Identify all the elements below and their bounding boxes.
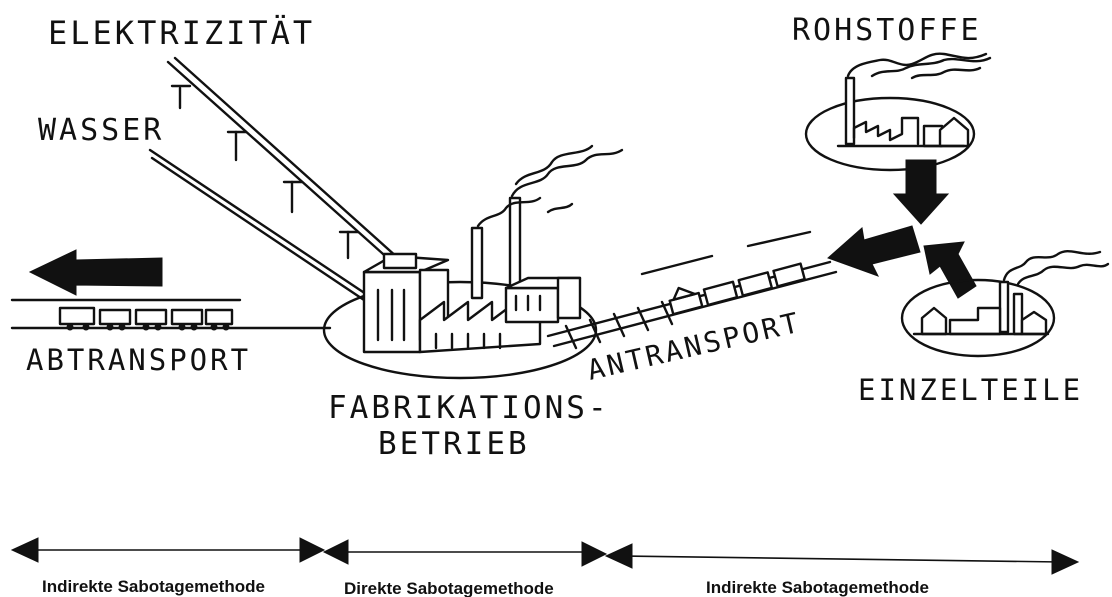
label-betrieb: BETRIEB (378, 426, 530, 462)
big-arrow-icon (28, 249, 163, 296)
factory-icon (804, 76, 976, 172)
big-arrow-icon (827, 225, 921, 277)
big-arrow-icon (923, 241, 977, 299)
power-line-icon (166, 56, 400, 264)
smoke-icon (1002, 249, 1110, 286)
double-arrow-icon (322, 539, 608, 567)
label-elektrizitat: ELEKTRIZITÄT (48, 14, 315, 52)
scale-left-label: Indirekte Sabotagemethode (42, 577, 265, 596)
factory-icon (322, 144, 624, 380)
label-einzelteile: EINZELTEILE (858, 373, 1083, 407)
factory-icon (900, 278, 1056, 358)
double-arrow-icon (604, 543, 1080, 575)
smoke-icon (846, 52, 992, 80)
scale-middle-label: Direkte Sabotagemethode (344, 579, 554, 597)
water-pipe-icon (148, 148, 374, 306)
train-icon (668, 262, 806, 316)
label-wasser: WASSER (38, 113, 164, 148)
big-arrow-icon (892, 159, 950, 225)
train-icon (10, 298, 332, 331)
label-rohstoffe: ROHSTOFFE (792, 13, 982, 48)
double-arrow-icon (10, 537, 326, 563)
label-fabrikations: FABRIKATIONS- (328, 390, 610, 426)
smoke-icon (510, 148, 624, 198)
scale-right-label: Indirekte Sabotagemethode (706, 578, 929, 597)
label-abtransport: ABTRANSPORT (26, 343, 251, 377)
